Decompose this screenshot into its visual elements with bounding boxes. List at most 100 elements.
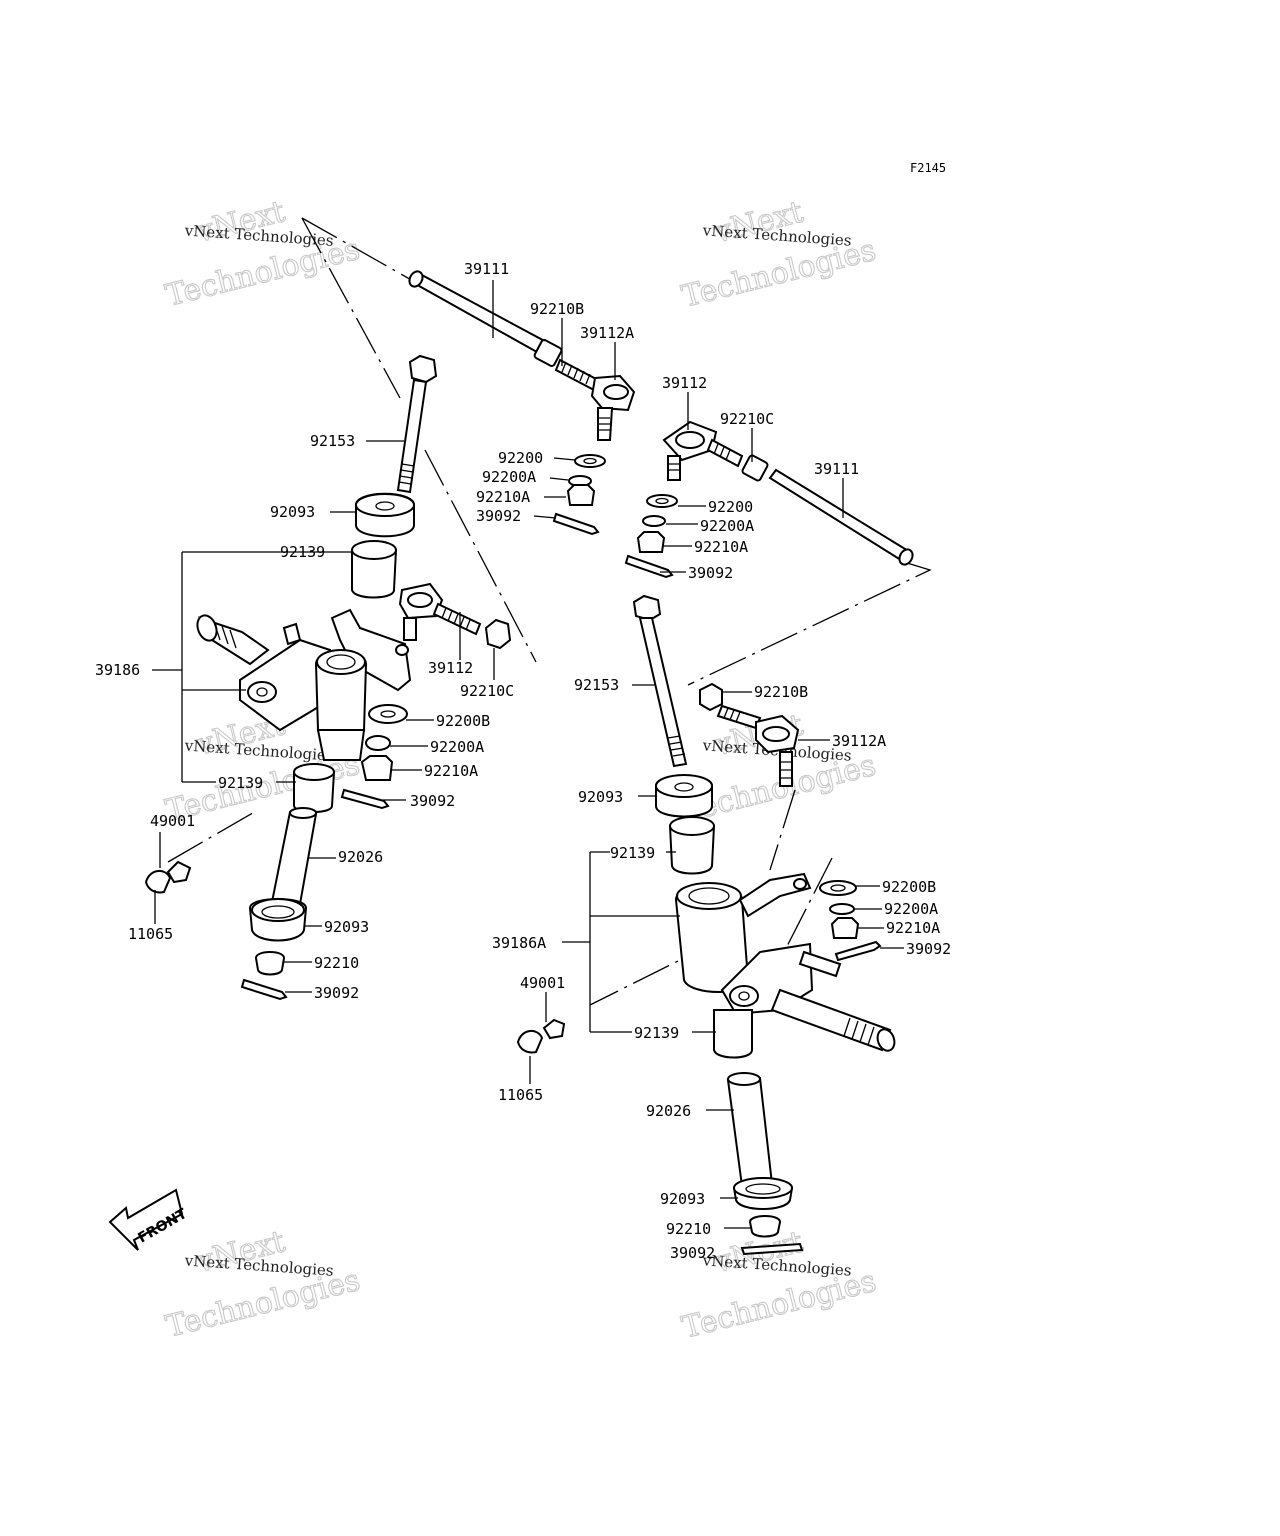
grease-fitting-right: [542, 1018, 566, 1040]
left-assembly: [144, 270, 636, 1001]
washer-a-right-knuckle: [829, 903, 855, 915]
locknut-b-left: [533, 339, 563, 367]
shaft-left: [270, 807, 318, 906]
label-locknut-c: 92210C: [720, 410, 774, 428]
label-washer: 92200: [708, 498, 753, 516]
label-cotter: 39092: [688, 564, 733, 582]
cotter-left-bottom: [240, 978, 288, 1001]
label-tie-rod-end: 39112: [662, 374, 707, 392]
tie-rod-end-a-left: [590, 374, 636, 441]
cotter-left-top: [552, 512, 600, 536]
washer-right: [646, 494, 678, 508]
label-cap: 11065: [128, 925, 173, 943]
label-collar-top: 92139: [280, 543, 325, 561]
nut-right-bottom: [748, 1215, 782, 1238]
label-locknut-b: 92210B: [754, 683, 808, 701]
label-collar-top: 92139: [610, 844, 655, 862]
label-tie-rod-end-a: 39112A: [580, 324, 634, 342]
bolt-right: [632, 594, 688, 768]
label-cotter: 39092: [410, 792, 455, 810]
label-knuckle: 39186A: [492, 934, 546, 952]
nut-a-right: [636, 531, 666, 553]
bushing-right-top: [655, 774, 713, 818]
label-washer-a-top: 92200A: [482, 468, 536, 486]
figure-code: F2145: [910, 161, 946, 175]
cotter-right-bottom: [740, 1242, 804, 1256]
label-bolt: 92153: [574, 676, 619, 694]
collar-left-top: [351, 540, 398, 599]
locknut-c-left: [484, 618, 512, 650]
label-washer-a: 92200A: [430, 738, 484, 756]
knuckle-right: [674, 872, 896, 1059]
cap-right: [516, 1030, 544, 1054]
label-washer-b: 92200B: [436, 712, 490, 730]
watermark-top-right: vNext Technologies vNext Technologies: [678, 194, 880, 315]
labels-right: 39112 92210C 39111 92200 92200A 92210A 3…: [492, 374, 951, 1262]
watermark-bottom-right: vNext Technologies vNext Technologies: [678, 1224, 880, 1346]
bushing-right-bottom: [732, 1177, 794, 1210]
label-locknut-b: 92210B: [530, 300, 584, 318]
right-assembly: [516, 420, 914, 1256]
collar-left-bottom: [293, 763, 336, 813]
label-bushing-bottom: 92093: [324, 918, 369, 936]
label-cotter-knuckle: 39092: [906, 940, 951, 958]
front-arrow: FRONT: [108, 1188, 190, 1251]
tie-rod-end-left: [398, 582, 482, 641]
label-knuckle: 39186: [95, 661, 140, 679]
label-bushing-top: 92093: [578, 788, 623, 806]
label-nut-a-top: 92210A: [476, 488, 530, 506]
label-tie-rod: 39111: [814, 460, 859, 478]
knuckle-left: [196, 608, 412, 761]
bushing-left-top: [355, 492, 415, 538]
label-cotter-top: 39092: [476, 507, 521, 525]
leader-lines: [152, 280, 904, 1229]
label-locknut-c: 92210C: [460, 682, 514, 700]
grease-fitting-left: [166, 860, 192, 884]
watermark-bottom-left: vNext Technologies vNext Technologies: [162, 1224, 364, 1346]
label-cotter-bottom: 39092: [670, 1244, 715, 1262]
label-shaft: 92026: [646, 1102, 691, 1120]
washer-a-left: [365, 735, 391, 751]
label-tie-rod-end-a: 39112A: [832, 732, 886, 750]
bolt-left: [396, 354, 438, 494]
bushing-left-bottom: [248, 898, 308, 942]
assembly-lines: [167, 217, 932, 1006]
cotter-right: [624, 554, 674, 579]
label-cotter-bottom: 39092: [314, 984, 359, 1002]
label-nut-bottom: 92210: [314, 954, 359, 972]
label-bushing-bottom: 92093: [660, 1190, 705, 1208]
label-nut-bottom: 92210: [666, 1220, 711, 1238]
label-nut-a-knuckle: 92210A: [886, 919, 940, 937]
locknut-b-right: [699, 682, 723, 712]
nut-a-left-top: [566, 484, 596, 506]
watermark-line3: Technologies: [162, 1263, 363, 1345]
cap-left: [144, 870, 172, 894]
shaft-right: [726, 1072, 774, 1188]
label-shaft: 92026: [338, 848, 383, 866]
nut-a-right-knuckle: [830, 917, 860, 939]
label-tie-rod-end: 39112: [428, 659, 473, 677]
label-washer-a: 92200A: [700, 517, 754, 535]
tie-rod-end-a-right: [716, 704, 800, 787]
nut-a-left: [360, 755, 394, 781]
label-washer-a-knuckle: 92200A: [884, 900, 938, 918]
label-cap: 11065: [498, 1086, 543, 1104]
label-bolt: 92153: [310, 432, 355, 450]
watermark-top-left: vNext Technologies vNext Technologies: [162, 194, 364, 315]
washer-b-left: [368, 704, 408, 724]
label-collar-bottom: 92139: [218, 774, 263, 792]
cotter-left: [340, 788, 390, 810]
locknut-c-right: [741, 454, 769, 482]
collar-right-top: [668, 816, 716, 875]
label-tie-rod: 39111: [464, 260, 509, 278]
washer-left-top: [574, 454, 606, 468]
cotter-right-knuckle: [834, 940, 882, 962]
label-bushing-top: 92093: [270, 503, 315, 521]
label-washer-top: 92200: [498, 449, 543, 467]
tie-rod-right: [768, 468, 914, 566]
washer-a-right: [642, 515, 666, 527]
labels-left: 39111 92210B 39112A 92200 92200A 92210A …: [95, 260, 634, 1002]
label-washer-b-knuckle: 92200B: [882, 878, 936, 896]
nut-left-bottom: [254, 951, 286, 976]
